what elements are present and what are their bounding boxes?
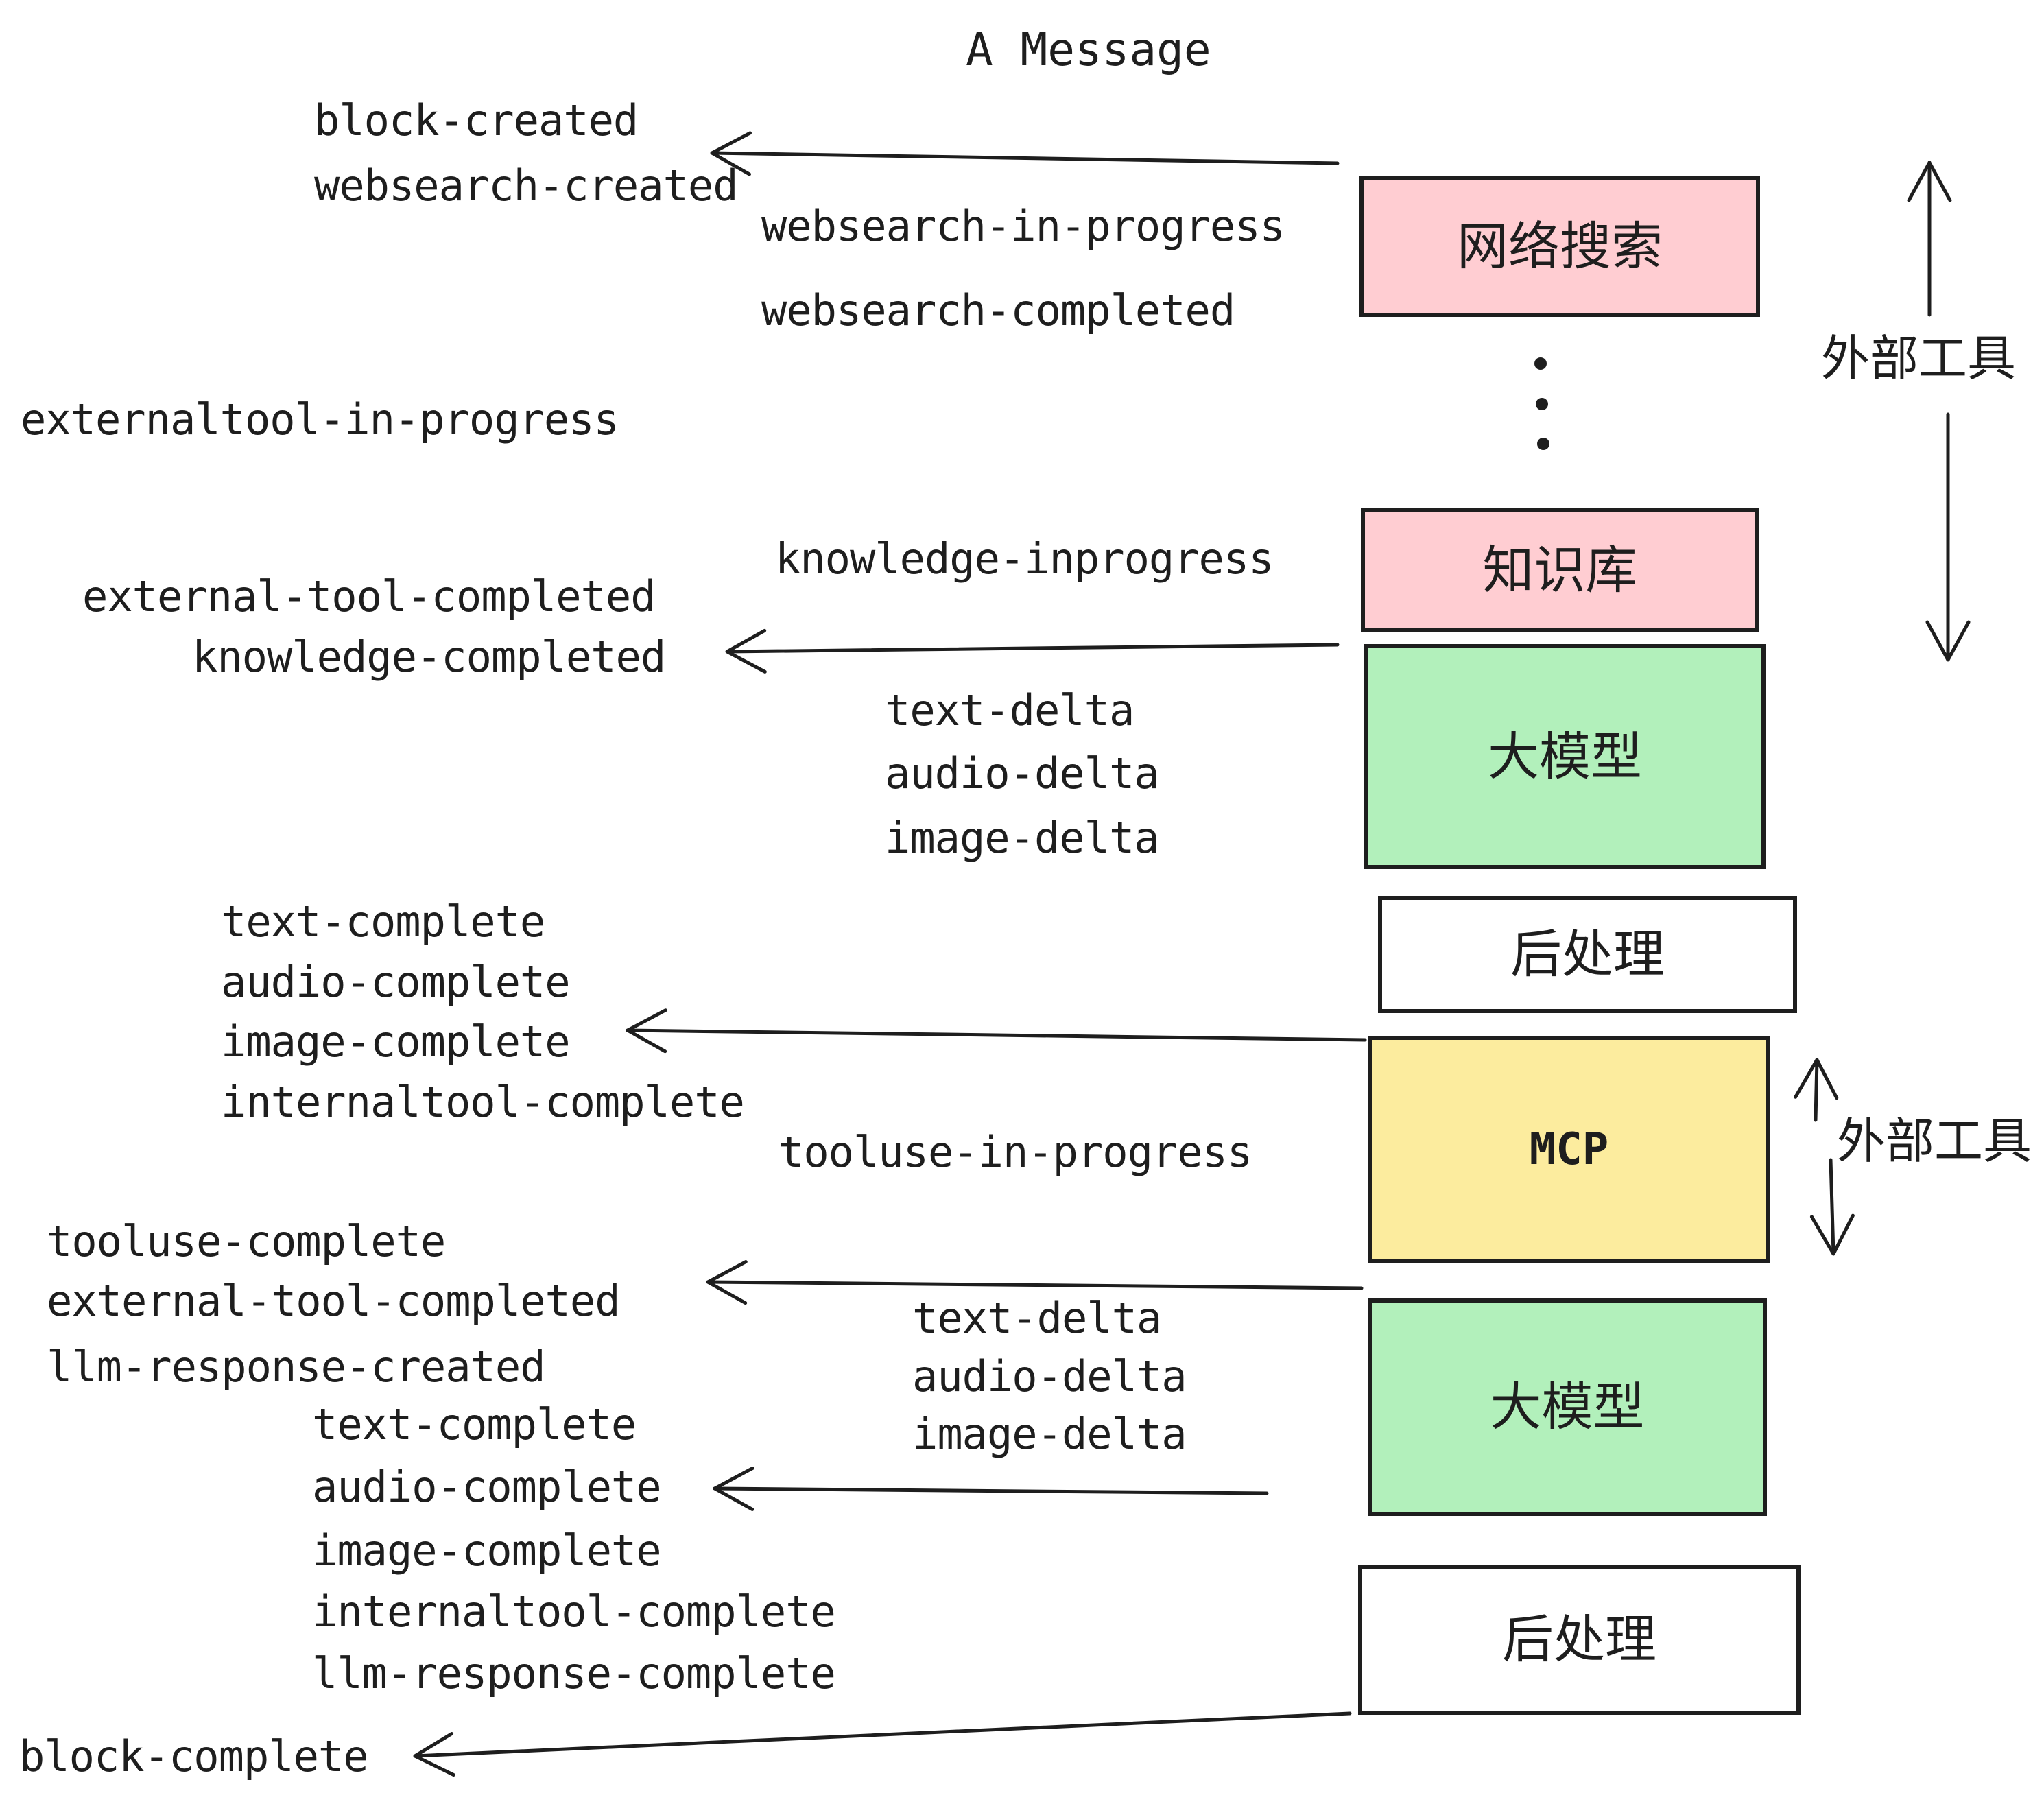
box-llm-1-label: 大模型 [1487, 727, 1642, 785]
box-websearch-label: 网络搜索 [1456, 217, 1663, 275]
event-label-text-complete-1: text-complete [221, 897, 545, 947]
event-label-image-complete-1: image-complete [221, 1017, 571, 1067]
ellipsis-dot [1537, 438, 1549, 450]
arrow-to-image-complete [628, 1030, 1367, 1040]
event-label-audio-delta-2: audio-delta [912, 1351, 1187, 1401]
diagram-title: A Message [966, 23, 1211, 76]
event-label-block-complete: block-complete [19, 1731, 369, 1781]
box-postprocess-2-label: 后处理 [1501, 1611, 1656, 1668]
event-label-tooluse-in-progress: tooluse-in-progress [779, 1127, 1252, 1177]
arrow-to-audio-complete [715, 1488, 1269, 1493]
box-postprocess-1: 后处理 [1378, 896, 1797, 1013]
external-tools-label-1: 外部工具 [1821, 332, 2017, 386]
event-label-external-tool-completed-1: external-tool-completed [82, 571, 656, 621]
arrow-to-websearch-created [712, 153, 1340, 163]
event-label-websearch-created: websearch-created [314, 161, 739, 211]
box-knowledge: 知识库 [1361, 508, 1759, 632]
event-label-llm-response-complete: llm-response-complete [312, 1648, 836, 1698]
box-llm-2: 大模型 [1368, 1298, 1767, 1516]
event-label-image-complete-2: image-complete [312, 1526, 662, 1576]
arrow-to-external-tool-completed [708, 1282, 1364, 1288]
external-tools-label-2: 外部工具 [1837, 1115, 2032, 1169]
ellipsis-dot [1536, 398, 1548, 410]
box-llm-1: 大模型 [1364, 644, 1766, 869]
box-knowledge-label: 知识库 [1482, 541, 1637, 599]
event-label-image-delta-2: image-delta [912, 1409, 1187, 1459]
event-label-audio-complete-1: audio-complete [221, 957, 571, 1007]
event-label-audio-delta-1: audio-delta [885, 748, 1160, 798]
box-mcp-label: MCP [1529, 1124, 1609, 1175]
event-label-tooluse-complete: tooluse-complete [47, 1216, 446, 1266]
event-label-text-delta-2: text-delta [912, 1293, 1162, 1343]
box-postprocess-2: 后处理 [1358, 1565, 1801, 1715]
event-label-internaltool-complete-1: internaltool-complete [221, 1077, 745, 1127]
arrow-to-knowledge-completed [727, 645, 1340, 652]
event-label-block-created: block-created [314, 95, 639, 145]
event-label-external-tool-completed-2: external-tool-completed [47, 1276, 621, 1326]
external-tools-up-arrow-2 [1816, 1060, 1817, 1122]
event-label-audio-complete-2: audio-complete [312, 1462, 662, 1512]
event-label-knowledge-inprogress: knowledge-inprogress [775, 534, 1274, 584]
event-label-image-delta-1: image-delta [885, 813, 1160, 863]
event-label-text-complete-2: text-complete [312, 1399, 637, 1449]
event-label-llm-response-created: llm-response-created [47, 1342, 546, 1392]
external-tools-down-arrow-2 [1831, 1158, 1833, 1254]
event-label-text-delta-1: text-delta [885, 685, 1134, 735]
event-label-websearch-in-progress: websearch-in-progress [761, 201, 1285, 251]
event-label-externaltool-in-progress: externaltool-in-progress [21, 394, 619, 444]
event-label-websearch-completed: websearch-completed [761, 285, 1235, 335]
event-label-knowledge-completed: knowledge-completed [192, 632, 666, 682]
arrow-to-block-complete [415, 1711, 1352, 1756]
box-postprocess-1-label: 后处理 [1510, 925, 1665, 983]
box-mcp: MCP [1368, 1036, 1770, 1263]
event-label-internaltool-complete-2: internaltool-complete [312, 1587, 836, 1637]
ellipsis-dot [1534, 357, 1547, 370]
box-llm-2-label: 大模型 [1490, 1378, 1645, 1436]
box-websearch: 网络搜索 [1359, 176, 1760, 317]
